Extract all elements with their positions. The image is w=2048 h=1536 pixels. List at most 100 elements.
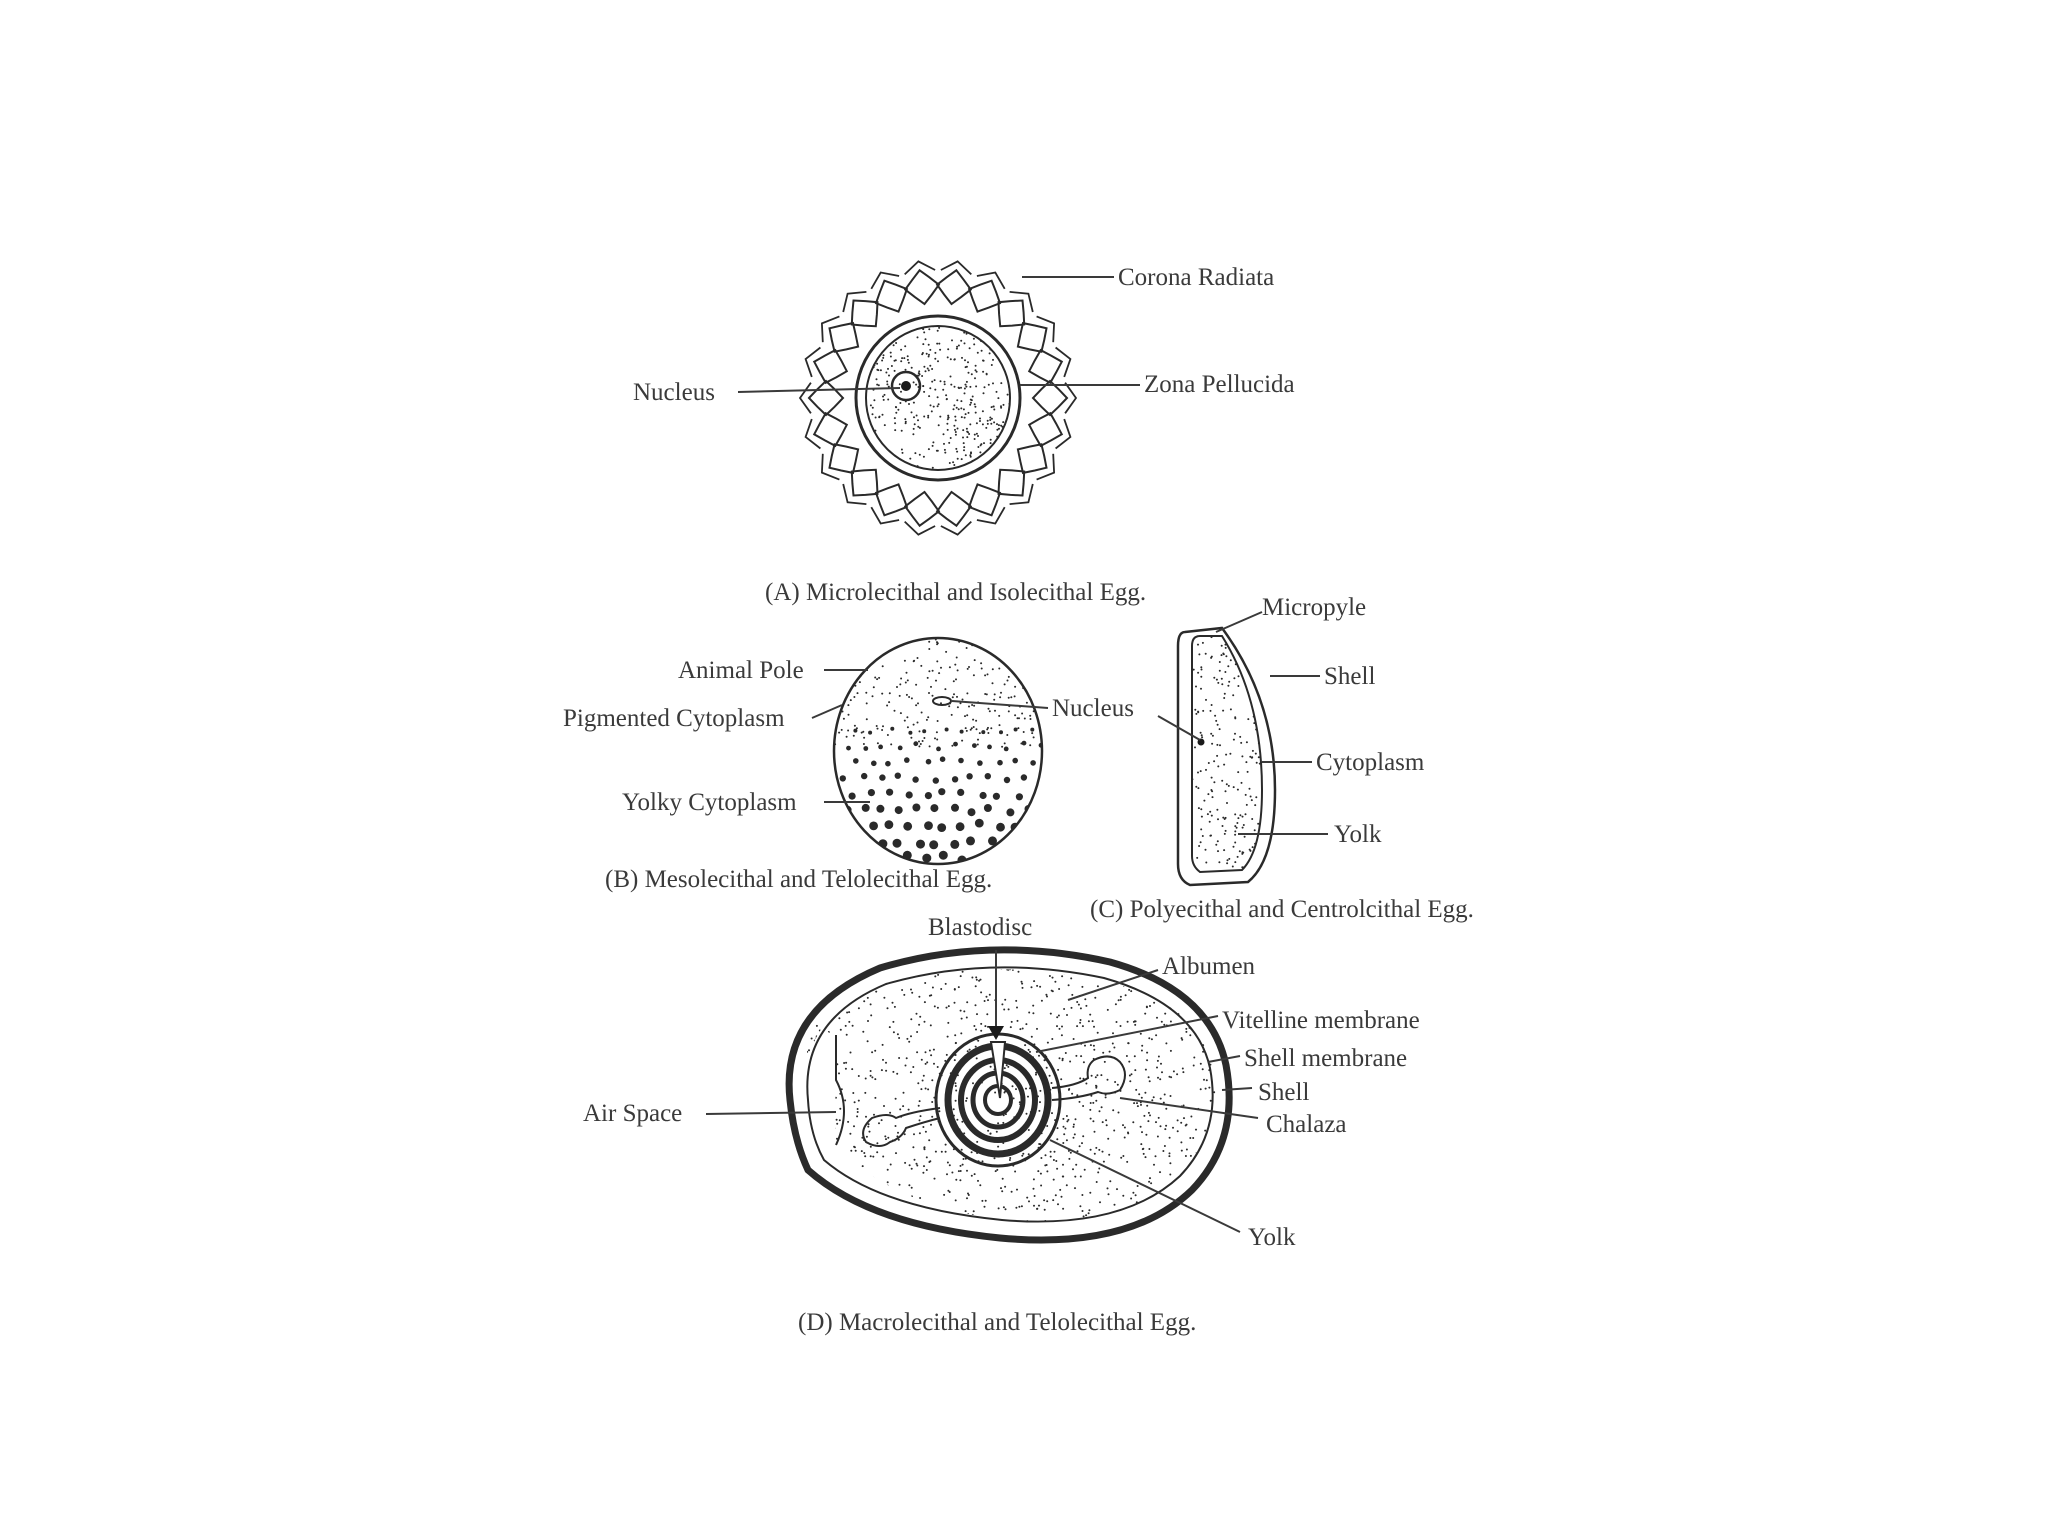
albumen-dot — [931, 1220, 934, 1222]
cytoplasm-dot — [918, 453, 921, 456]
cytoplasm-dot — [900, 448, 903, 451]
albumen-dot — [883, 1218, 886, 1221]
corona-radiata-cells — [798, 260, 1078, 536]
yolk-granule — [984, 773, 991, 780]
corona-spike — [798, 382, 812, 414]
albumen-dot — [853, 963, 855, 965]
albumen-dot — [1095, 1146, 1098, 1149]
cytoplasm-dot — [957, 386, 960, 389]
pigment-dot — [926, 676, 929, 679]
yolk-dot — [1254, 699, 1257, 702]
pigment-dot — [1016, 639, 1019, 642]
cytoplasm-dot — [973, 343, 976, 346]
albumen-dot — [1136, 1102, 1138, 1105]
yolk-dot — [1210, 814, 1213, 817]
albumen-dot — [1086, 964, 1088, 966]
albumen-dot — [1154, 994, 1157, 996]
yolk-dot — [1251, 846, 1254, 849]
albumen-dot — [1184, 1183, 1187, 1186]
yolk-dot — [1261, 844, 1262, 847]
albumen-dot — [848, 987, 851, 990]
albumen-dot — [952, 1108, 955, 1111]
albumen-dot — [883, 996, 886, 999]
cytoplasm-dot — [942, 388, 945, 391]
albumen-dot — [1093, 1130, 1096, 1133]
albumen-dot — [975, 1057, 978, 1060]
albumen-dot — [886, 1184, 889, 1187]
albumen-dot — [973, 1025, 976, 1027]
albumen-dot — [1115, 1021, 1118, 1023]
albumen-dot — [1148, 1180, 1151, 1183]
cytoplasm-dot — [939, 415, 942, 418]
pigment-dot — [1018, 717, 1020, 720]
yolk-dot — [1250, 799, 1253, 802]
albumen-dot — [1072, 1125, 1075, 1128]
albumen-dot — [886, 958, 888, 960]
albumen-dot — [1025, 1112, 1028, 1115]
corona-spike — [842, 291, 867, 313]
pigment-dot — [890, 743, 893, 746]
yolk-granule — [959, 729, 964, 734]
albumen-dot — [1082, 966, 1084, 968]
corona-cell — [1027, 411, 1064, 448]
yolk-dot — [1200, 815, 1203, 818]
cytoplasm-dot — [906, 358, 909, 361]
yolk-dot — [1197, 671, 1200, 674]
pigment-dot — [893, 709, 896, 712]
albumen-dot — [1189, 1137, 1192, 1139]
pigment-dot — [972, 726, 975, 728]
pigment-dot — [912, 723, 915, 726]
albumen-dot — [1181, 1038, 1184, 1041]
albumen-dot — [865, 1135, 868, 1138]
albumen-dot — [830, 1122, 833, 1125]
albumen-dot — [1057, 1068, 1060, 1071]
albumen-dot — [910, 1167, 913, 1170]
yolk-dot — [1200, 808, 1203, 811]
albumen-dot — [1133, 1020, 1136, 1023]
albumen-dot — [818, 1172, 821, 1175]
albumen-dot — [892, 1242, 894, 1244]
pigment-dot — [1037, 659, 1040, 662]
albumen-dot — [839, 1028, 842, 1031]
albumen-dot — [981, 959, 983, 961]
albumen-dot — [874, 1078, 877, 1081]
albumen-dot — [1176, 1073, 1179, 1076]
albumen-dot — [1123, 1235, 1125, 1237]
cytoplasm-dot — [945, 398, 948, 400]
cytoplasm-dot — [980, 349, 983, 352]
albumen-dot — [1039, 1143, 1042, 1146]
cytoplasm-dot — [1002, 335, 1005, 338]
albumen-dot — [1215, 1068, 1216, 1071]
pigment-dot — [1010, 638, 1013, 641]
albumen-dot — [800, 1044, 802, 1046]
pigment-dot — [1002, 657, 1005, 659]
yolk-dot — [1227, 784, 1230, 787]
albumen-dot — [1061, 975, 1064, 978]
label-cytoplasm: Cytoplasm — [1316, 749, 1425, 776]
yolk-granule — [1021, 740, 1027, 746]
cytoplasm-dot — [879, 446, 882, 448]
albumen-dot — [1168, 1075, 1171, 1078]
albumen-dot — [845, 1207, 848, 1210]
albumen-dot — [807, 1187, 809, 1190]
albumen-dot — [1098, 1167, 1101, 1170]
pigment-dot — [1023, 717, 1026, 720]
cytoplasm-dot — [969, 385, 972, 388]
corona-cell — [903, 490, 941, 528]
yolk-dot — [1260, 725, 1262, 728]
albumen-dot — [1144, 1012, 1147, 1015]
cytoplasm-dot — [953, 424, 956, 427]
albumen-dot — [966, 1050, 969, 1053]
corona-spike — [842, 483, 867, 505]
albumen-dot — [1104, 1096, 1107, 1099]
albumen-dot — [1063, 1008, 1066, 1010]
yolk-granule — [925, 758, 932, 765]
albumen-dot — [1174, 998, 1176, 1001]
albumen-dot — [1180, 1221, 1183, 1222]
pigment-dot — [849, 699, 852, 702]
cytoplasm-dot — [965, 365, 968, 368]
albumen-dot — [948, 1164, 951, 1167]
albumen-dot — [910, 988, 912, 991]
albumen-dot — [1150, 1038, 1153, 1041]
yolk-granule — [884, 820, 894, 829]
